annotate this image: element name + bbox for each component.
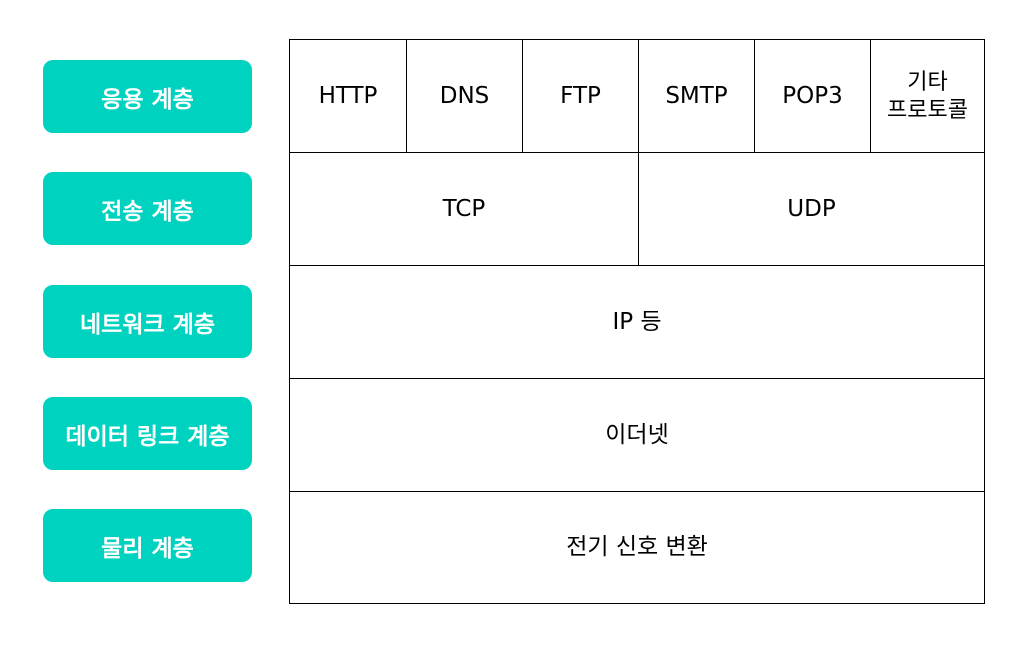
other-protocols-line2: 프로토콜 [887, 97, 968, 123]
other-protocols-line1: 기타 [907, 70, 948, 95]
network-row: IP 등 [290, 265, 984, 378]
application-row: HTTP DNS FTP SMTP POP3 기타 프로토콜 [290, 40, 984, 153]
layer-label-physical: 물리 계층 [43, 509, 252, 582]
protocol-grid: HTTP DNS FTP SMTP POP3 기타 프로토콜 TCP UDP I… [289, 39, 985, 604]
protocol-cell-pop3: POP3 [754, 40, 870, 153]
layer-label-application: 응용 계층 [43, 60, 252, 133]
layer-label-network: 네트워크 계층 [43, 285, 252, 358]
layer-label-data-link: 데이터 링크 계층 [43, 397, 252, 470]
protocol-cell-ip: IP 등 [612, 308, 662, 335]
layer-label-transport: 전송 계층 [43, 172, 252, 245]
protocol-cell-http: HTTP [318, 83, 378, 110]
protocol-cell-ethernet: 이더넷 [605, 421, 669, 448]
protocol-cell-electrical-signal: 전기 신호 변환 [566, 534, 708, 561]
protocol-cell-dns: DNS [406, 40, 522, 153]
physical-row: 전기 신호 변환 [290, 491, 984, 603]
data-link-row: 이더넷 [290, 378, 984, 491]
protocol-cell-udp: UDP [638, 153, 984, 265]
protocol-cell-other: 기타 프로토콜 [870, 40, 984, 153]
protocol-cell-ftp: FTP [522, 40, 638, 153]
protocol-cell-smtp: SMTP [638, 40, 754, 153]
transport-row: TCP UDP [290, 152, 984, 265]
protocol-cell-tcp: TCP [442, 195, 486, 222]
